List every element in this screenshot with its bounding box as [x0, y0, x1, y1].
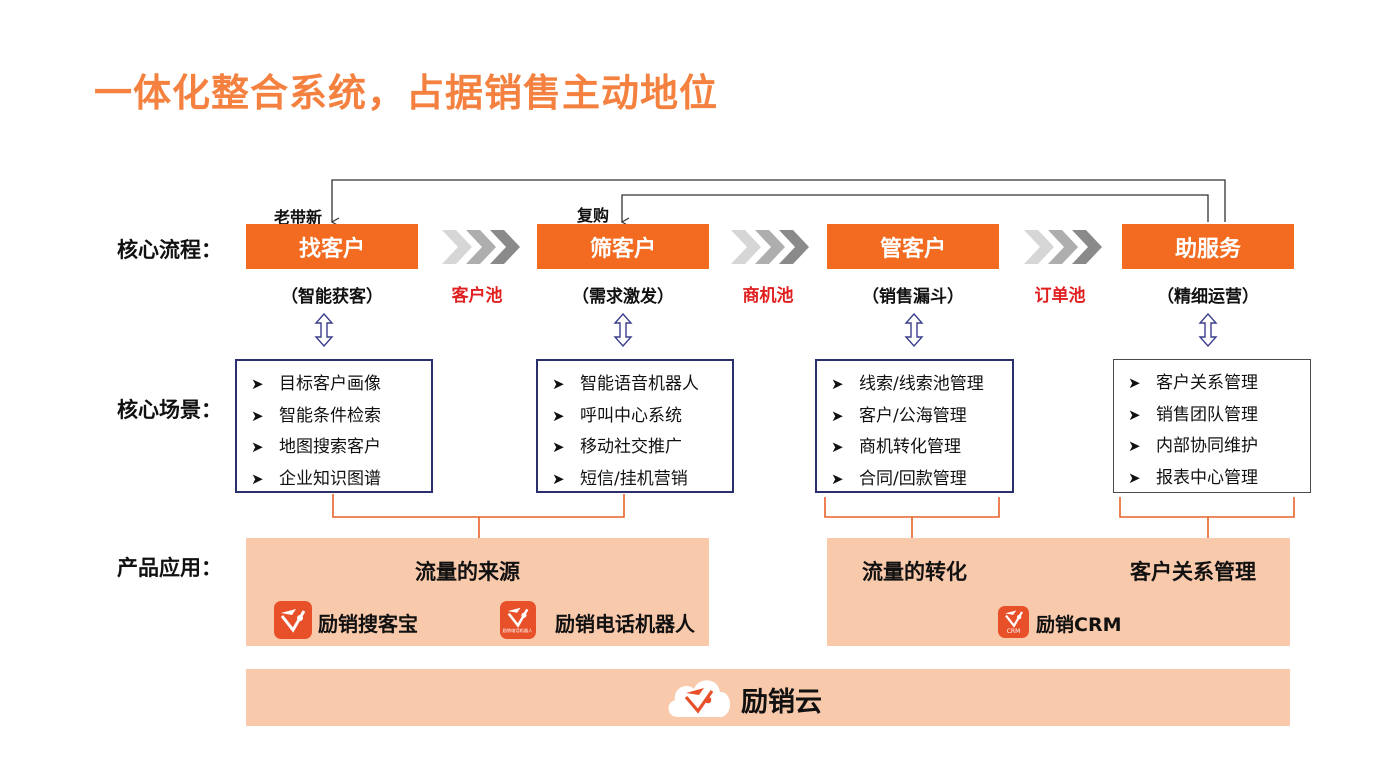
scene-item: ➤客户关系管理 [1128, 373, 1258, 393]
scene-box-find: ➤目标客户画像 ➤智能条件检索 ➤地图搜索客户 ➤企业知识图谱 [235, 359, 433, 493]
slide-title: 一体化整合系统，占据销售主动地位 [94, 71, 719, 115]
scene-item: ➤智能条件检索 [251, 405, 381, 426]
double-arrow-icon [613, 313, 633, 347]
referral-label: 老带新 [274, 208, 323, 227]
crm-heading: 客户关系管理 [1130, 560, 1256, 584]
products-row-label: 产品应用： [117, 556, 222, 580]
bracket-right [1119, 497, 1295, 538]
scene-box-service: ➤客户关系管理 ➤销售团队管理 ➤内部协同维护 ➤报表中心管理 [1113, 359, 1311, 493]
scene-item: ➤目标客户画像 [251, 374, 381, 394]
scene-item: ➤移动社交推广 [552, 437, 682, 457]
step-subtitle: （需求激发） [572, 287, 674, 307]
scene-item: ➤呼叫中心系统 [552, 405, 682, 426]
step-label: 助服务 [1174, 236, 1241, 262]
platform-bar [246, 669, 1290, 726]
product-sokebao: 励销搜客宝 [318, 612, 418, 636]
scene-item: ➤地图搜索客户 [251, 437, 381, 457]
step-subtitle: （智能获客） [281, 287, 383, 307]
opportunity-pool-label: 商机池 [742, 286, 794, 306]
brand-logo-icon: CRM [998, 606, 1029, 638]
step-find-customer: 找客户 [246, 224, 418, 269]
scene-item: ➤销售团队管理 [1128, 404, 1258, 425]
scene-item: ➤报表中心管理 [1128, 467, 1258, 488]
logo-caption-crm: CRM [1006, 628, 1021, 635]
scene-item: ➤智能语音机器人 [552, 374, 699, 394]
scene-box-filter: ➤智能语音机器人 ➤呼叫中心系统 ➤移动社交推广 ➤短信/挂机营销 [536, 359, 734, 493]
repurchase-loop-line [620, 194, 1209, 227]
step-manage-customer: 管客户 [827, 224, 999, 269]
step-filter-customer: 筛客户 [537, 224, 709, 269]
traffic-conversion-heading: 流量的转化 [862, 560, 967, 584]
bracket-middle [824, 497, 1000, 538]
step-label: 找客户 [298, 236, 365, 262]
scenes-row-label: 核心场景： [117, 398, 222, 422]
scene-box-manage: ➤线索/线索池管理 ➤客户/公海管理 ➤商机转化管理 ➤合同/回款管理 [815, 359, 1014, 493]
scene-item: ➤客户/公海管理 [831, 405, 967, 426]
scene-item: ➤线索/线索池管理 [831, 374, 984, 394]
bracket-left [332, 494, 625, 538]
scene-item: ➤合同/回款管理 [831, 468, 967, 489]
chevron-arrows-icon [1024, 230, 1102, 264]
step-label: 筛客户 [589, 236, 656, 262]
step-subtitle: （销售漏斗） [862, 287, 964, 307]
customer-pool-label: 客户池 [451, 286, 503, 306]
product-panel-traffic-source [246, 538, 709, 646]
traffic-source-heading: 流量的来源 [415, 560, 520, 584]
scene-item: ➤内部协同维护 [1128, 436, 1258, 456]
product-panel-conversion [827, 538, 1290, 646]
platform-name: 励销云 [741, 687, 822, 718]
process-row-label: 核心流程： [117, 238, 222, 262]
brand-logo-icon: 励销电话机器人 [500, 601, 536, 639]
referral-loop-line [330, 179, 1226, 227]
step-subtitle: （精细运营） [1157, 287, 1259, 307]
double-arrow-icon [1198, 313, 1218, 347]
step-label: 管客户 [879, 236, 946, 262]
cloud-logo-icon [668, 680, 731, 717]
brand-logo-icon [274, 601, 312, 639]
double-arrow-icon [314, 313, 334, 347]
scene-item: ➤商机转化管理 [831, 437, 961, 457]
scene-item: ➤企业知识图谱 [251, 468, 381, 489]
chevron-arrows-icon [731, 230, 809, 264]
order-pool-label: 订单池 [1034, 286, 1086, 306]
product-crm: 励销CRM [1036, 614, 1122, 636]
step-assist-service: 助服务 [1122, 224, 1294, 269]
chevron-arrows-icon [442, 230, 520, 264]
product-phone-robot: 励销电话机器人 [555, 612, 695, 636]
scene-item: ➤短信/挂机营销 [552, 468, 688, 489]
logo-caption-robot: 励销电话机器人 [503, 628, 533, 634]
repurchase-label: 复购 [577, 206, 610, 225]
double-arrow-icon [904, 313, 924, 347]
